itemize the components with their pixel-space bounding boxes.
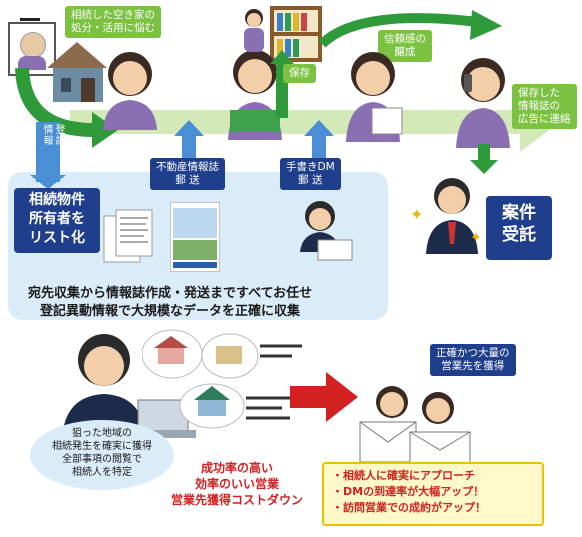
summary-line-1: 宛先収集から情報誌作成・発送まですべてお任せ (28, 286, 313, 301)
save-label: 保存 (283, 64, 316, 83)
dm-label: 手書きDM 郵 送 (280, 158, 341, 190)
dm-writer-illustration (300, 201, 353, 261)
worry-label: 相続した空き家の 処分・活用に悩む (65, 6, 161, 38)
green-curve-arrow-2 (318, 10, 502, 48)
dm-arrow (312, 134, 326, 162)
down-arrow (478, 144, 490, 162)
success-text: 成功率の高い 効率のいい営業 営業先獲得コストダウン (170, 461, 303, 507)
benefit-item: ・相続人に確実にアプローチ (332, 469, 475, 482)
worried-woman-illustration (103, 52, 157, 130)
registry-label: 登記 情報 (41, 124, 64, 146)
contact-label: 保存した 情報誌の 広告に連絡 (512, 84, 577, 129)
deal-box: 案件 受託 (486, 196, 552, 260)
document-list-icon (103, 209, 153, 263)
benefit-item: ・DMの到達率が大幅アップ！ (332, 485, 485, 498)
accurate-label: 正確かつ大量の 営業先を獲得 (430, 344, 516, 376)
reading-woman-illustration (228, 50, 282, 140)
sparkle-icon-2: ✦ (470, 230, 482, 246)
thought-bubble (142, 329, 302, 429)
target-bubble (30, 420, 174, 490)
grandmother-portrait (8, 22, 56, 76)
magazine-arrow (182, 134, 196, 162)
owner-list-box: 相続物件 所有者を リスト化 (14, 188, 100, 253)
target-bubble-text: 狙った地域の 相続発生を確実に獲得 全部事項の閲覧で 相続人を特定 (52, 428, 152, 478)
phone-woman-illustration (456, 58, 510, 148)
woman-shelf-illustration (244, 9, 264, 52)
trust-label: 信頼感の 醸成 (378, 30, 432, 62)
magazine-cover-illustration (170, 202, 220, 272)
old-house-illustration (47, 42, 107, 102)
summary-line-2: 登記異動情報で大規模なデータを正確に収集 (40, 304, 301, 319)
benefit-item: ・訪問営業での成約がアップ！ (332, 501, 486, 514)
ribbon-icon (20, 18, 40, 31)
sparkle-icon: ✦ (410, 205, 424, 224)
businessman-illustration (426, 178, 478, 254)
registry-arrow (36, 122, 60, 182)
woman-letter-illustration (346, 52, 403, 142)
benefits-box: ・相続人に確実にアプローチ ・DMの到達率が大幅アップ！ ・訪問営業での成約がア… (322, 462, 544, 526)
magazine-label: 不動産情報誌 郵 送 (150, 158, 225, 190)
couple-envelope-illustration (359, 386, 471, 467)
red-arrow (290, 372, 358, 422)
green-curve-arrow (15, 67, 118, 148)
